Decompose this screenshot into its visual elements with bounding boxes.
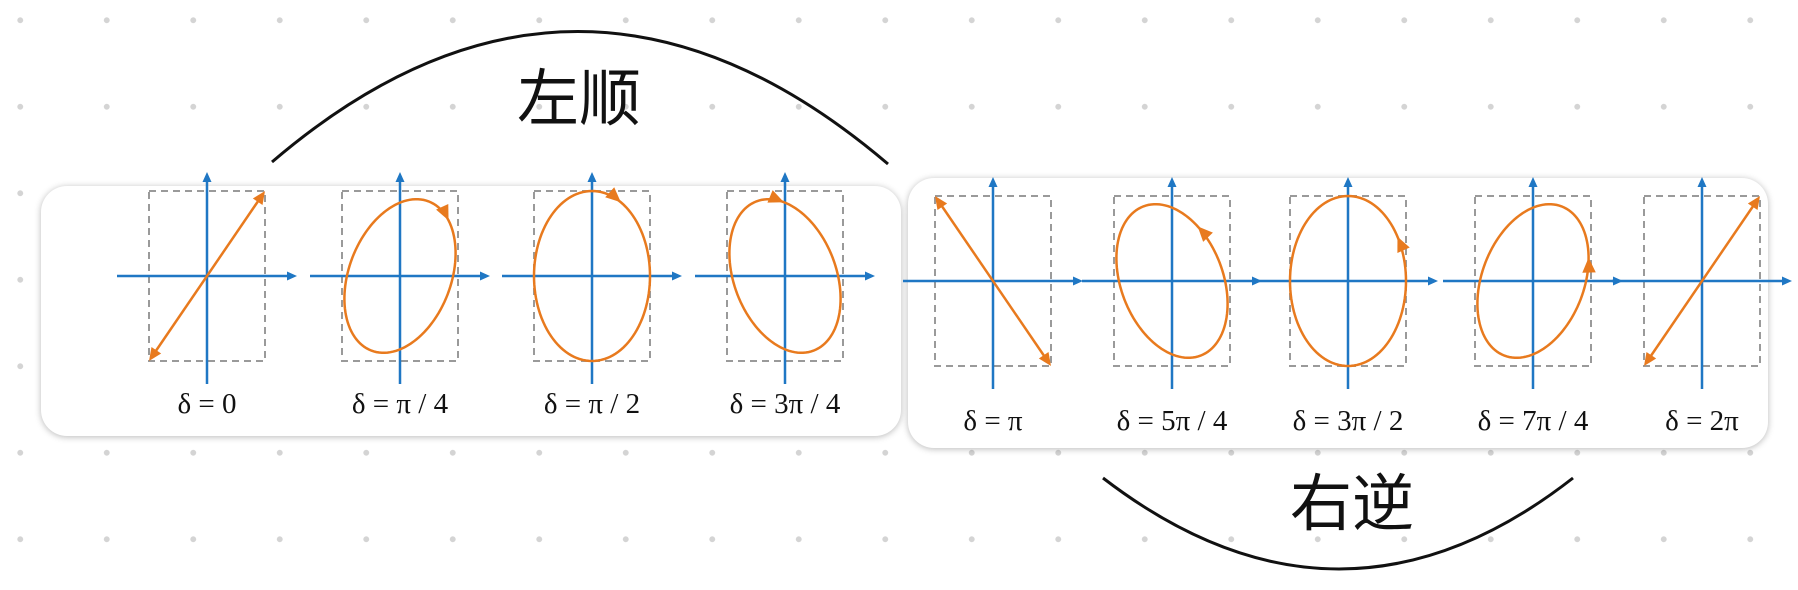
right-group-label: 右逆 [1290,467,1415,540]
polarization-plot: δ = 5π / 4 [1082,173,1262,437]
arrowhead [287,271,297,281]
arrowhead [149,346,162,361]
plot-caption: δ = π [963,405,1023,437]
polarization-plot: δ = 2π [1612,173,1792,437]
polarization-line [938,201,1048,361]
plot-caption: δ = π / 4 [351,388,449,420]
arrowhead [1782,276,1792,286]
arrowhead [1644,351,1657,366]
plot-graphic [1612,177,1792,389]
arrowhead [587,172,597,182]
polarization-curve [1288,194,1408,368]
arrowhead [1038,351,1051,366]
polarization-curve [1476,202,1590,360]
polarization-plot: δ = π / 2 [502,168,682,428]
polarization-curve [532,189,652,363]
polarization-plot: δ = 3π / 4 [695,168,875,428]
arrowhead [1747,196,1760,211]
arrowhead [672,271,682,281]
polarization-plot: δ = 3π / 2 [1258,173,1438,437]
polarization-curve [343,197,457,355]
arrowhead [935,196,948,211]
arrowhead [1428,276,1438,286]
polarization-plot: δ = π / 4 [310,168,490,428]
arrowhead [436,203,449,221]
plot-graphic [117,172,297,384]
arrowhead [865,271,875,281]
arrowhead [988,177,998,187]
arrowhead [1197,226,1213,242]
plot-graphic [310,172,490,384]
plot-graphic [695,172,875,384]
plot-caption: δ = π / 2 [543,388,641,420]
right-group-arc [1102,476,1574,571]
plot-caption: δ = 7π / 4 [1477,405,1589,437]
polarization-line [152,196,262,356]
polarization-plot: δ = π [903,173,1083,437]
arrowhead [395,172,405,182]
arrowhead [1397,236,1410,254]
arrowhead [252,191,265,206]
plot-caption: δ = 3π / 4 [729,388,841,420]
arrowhead [202,172,212,182]
polarization-line [1647,201,1757,361]
plot-graphic [1082,177,1262,389]
polarization-plot: δ = 7π / 4 [1443,173,1623,437]
left-group-label: 左顺 [517,62,642,135]
arrowhead [767,190,784,203]
polarization-curve [1115,202,1229,360]
plot-caption: δ = 0 [177,388,237,420]
arrowhead [1073,276,1083,286]
plot-caption: δ = 2π [1665,405,1739,437]
arrowhead [780,172,790,182]
polarization-plot: δ = 0 [117,168,297,428]
arrowhead [1343,177,1353,187]
plot-graphic [502,172,682,384]
arrowhead [480,271,490,281]
arrowhead [1528,177,1538,187]
plot-graphic [1443,177,1623,389]
arrowhead [1252,276,1262,286]
arrowhead [1167,177,1177,187]
arrowhead [605,187,621,203]
left-group-arc [271,30,889,166]
arrowhead [1697,177,1707,187]
plot-graphic [1258,177,1438,389]
plot-graphic [903,177,1083,389]
polarization-curve [728,197,842,355]
plot-caption: δ = 3π / 2 [1292,405,1404,437]
arrowhead [1582,257,1596,273]
plot-caption: δ = 5π / 4 [1116,405,1228,437]
